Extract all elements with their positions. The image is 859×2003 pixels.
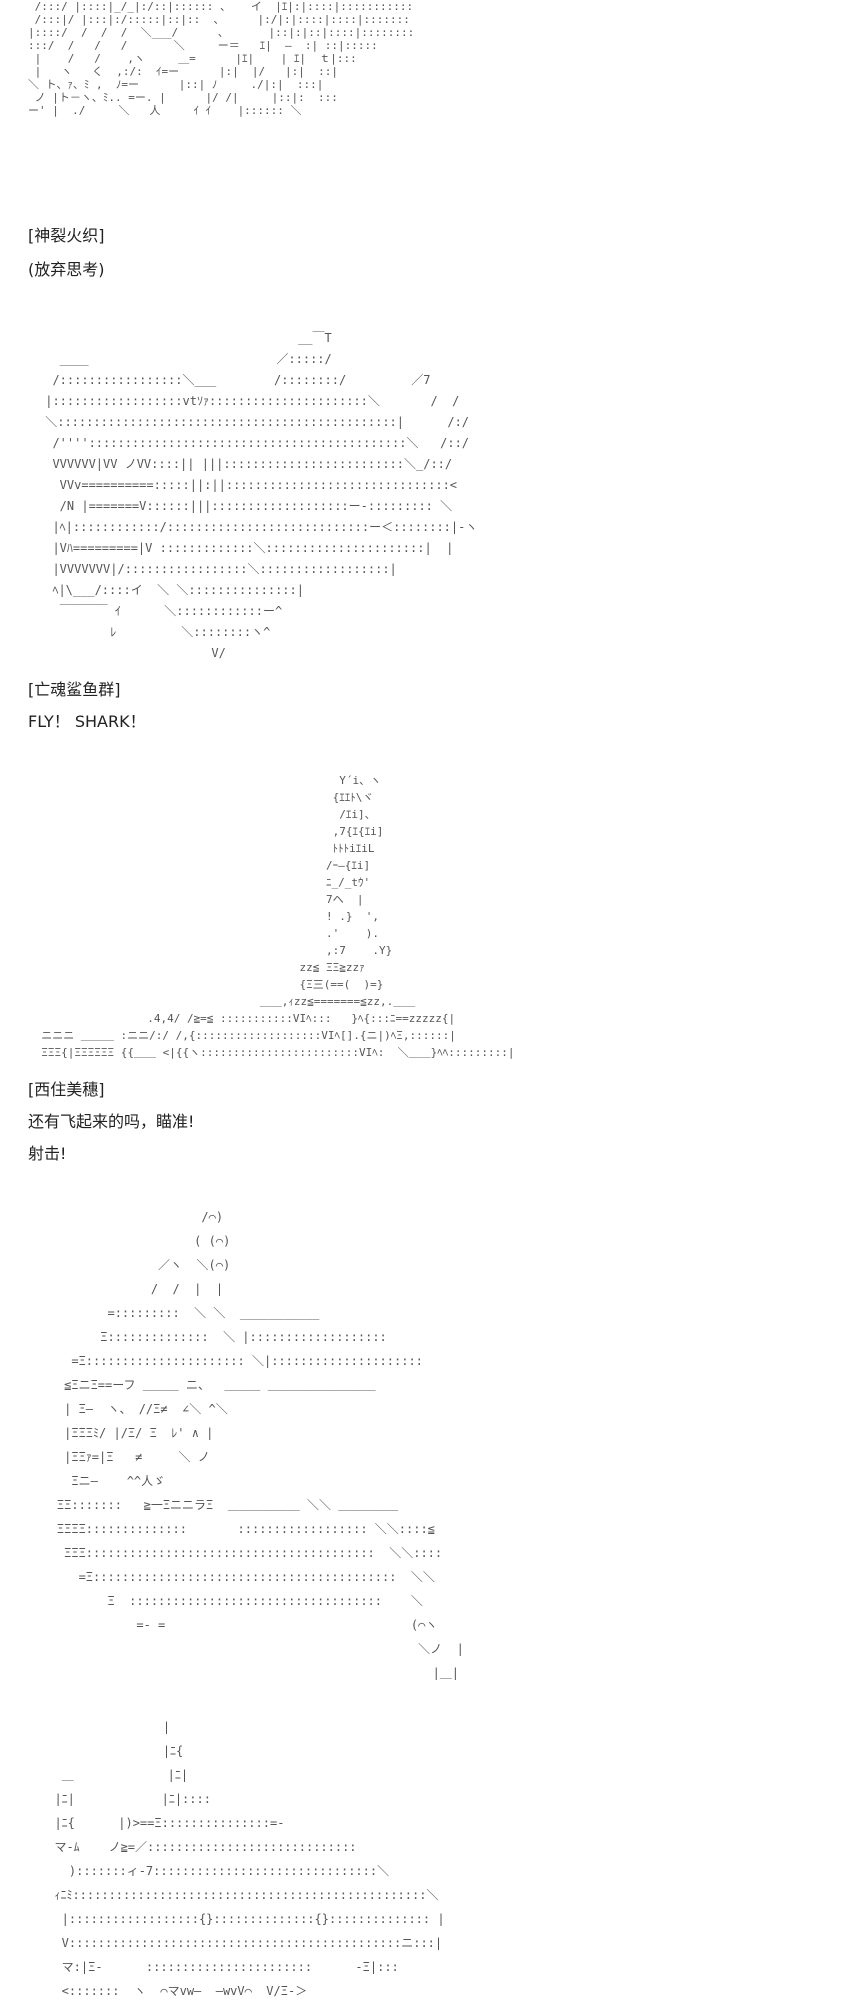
speaker-name-kanzaki: [神裂火织] xyxy=(28,226,105,245)
ascii-art-shark: __￣T ____ ／:::::/ /:::::::::::::::::＼___… xyxy=(45,331,478,660)
speaker-name-shark: [亡魂鲨鱼群] xyxy=(28,680,121,699)
ascii-art-shark-bottom: | |ﾆ{ ＿ |ﾆ| |ﾆ| |ﾆ|:::: |ﾆ{ |)>==Ξ::::::… xyxy=(54,1720,445,1998)
dialogue-line: FLY！ SHARK！ xyxy=(28,712,146,731)
ascii-art-tank: Y´i、ヽ {ｴｴﾄ\ヾ /ｴi]、 ,7{ｴ{ｴi] xyxy=(41,774,515,1059)
dialogue-line: 还有飞起来的吗，瞄准! xyxy=(28,1112,195,1131)
dialogue-line: 射击! xyxy=(28,1144,67,1163)
speaker-name-miho: [西住美穗] xyxy=(28,1080,105,1099)
ascii-art-kanzaki: /:::/ |::::|_/_|:/::|:::::: 、 イ |ｴ|:|:::… xyxy=(28,0,415,117)
ascii-art-explosion: /⌒) ( (⌒) ／ヽ ＼(⌒) / / | | =::::::::: ＼ ＼… xyxy=(56,1210,464,1680)
dialogue-line: (放弃思考) xyxy=(28,260,105,279)
